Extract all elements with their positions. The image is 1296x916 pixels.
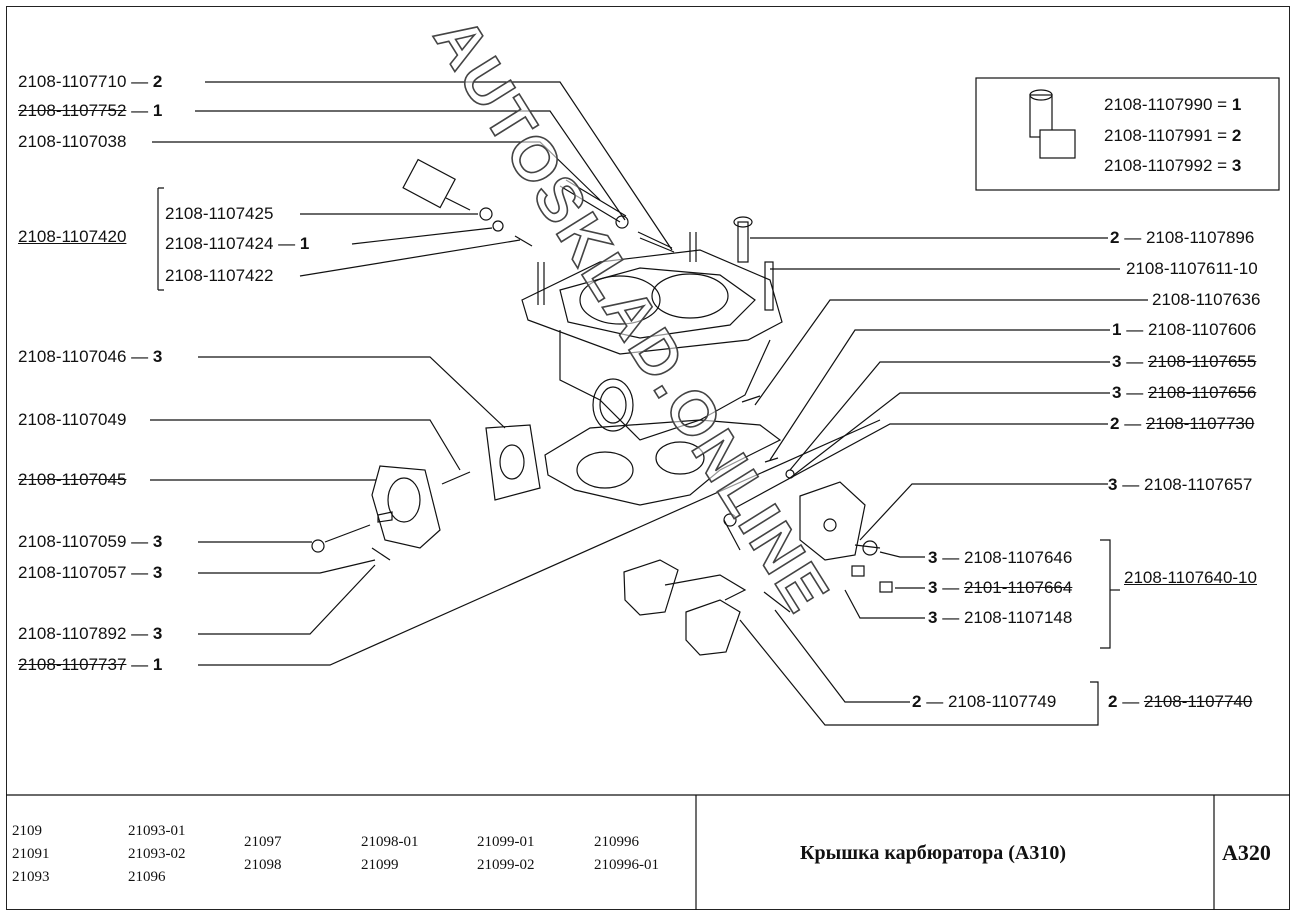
part-label: 2 — 2108-1107740 [1108, 692, 1253, 711]
part-label: 3 — 2108-1107148 [928, 608, 1073, 627]
inset-label: 2108-1107991 = 2 [1104, 126, 1242, 145]
part-label: 2108-1107049 [18, 410, 127, 429]
part-label: 3 — 2108-1107656 [1112, 383, 1257, 402]
inset-label: 2108-1107992 = 3 [1104, 156, 1242, 175]
part-label: 3 — 2101-1107664 [928, 578, 1073, 597]
part-label: 2108-1107710 — 2 [18, 72, 163, 91]
part-label: 2108-1107737 — 1 [18, 655, 163, 674]
part-label: 2108-1107046 — 3 [18, 347, 163, 366]
svg-text:AUTOSKLAD.ONLINE: AUTOSKLAD.ONLINE [420, 6, 843, 626]
part-label: 3 — 2108-1107657 [1108, 475, 1253, 494]
inset-label: 2108-1107990 = 1 [1104, 95, 1242, 114]
part-label: 2 — 2108-1107730 [1110, 414, 1255, 433]
part-label: 2108-1107057 — 3 [18, 563, 163, 582]
part-label: 2108-1107045 [18, 470, 127, 489]
model-list: 210996 210996-01 [594, 834, 659, 873]
part-label: 2 — 2108-1107749 [912, 692, 1057, 711]
part-label: 2108-1107636 [1152, 290, 1261, 309]
sheet-code: А320 [1222, 840, 1271, 865]
part-label: 2108-1107424 — 1 [165, 234, 310, 253]
part-label: 2108-1107892 — 3 [18, 624, 163, 643]
model-list: 21093-01 21093-02 21096 [128, 823, 186, 885]
part-label: 2108-1107752 — 1 [18, 101, 163, 120]
diagram-sheet [6, 6, 1290, 910]
part-label: 3 — 2108-1107646 [928, 548, 1073, 567]
model-list: 21097 21098 [244, 834, 282, 873]
group-label: 2108-1107420 [18, 227, 127, 246]
model-list: 2109 21091 21093 [12, 823, 50, 885]
part-label: 2 — 2108-1107896 [1110, 228, 1255, 247]
model-list: 21099-01 21099-02 [477, 834, 535, 873]
part-label: 2108-1107422 [165, 266, 274, 285]
part-label: 1 — 2108-1107606 [1112, 320, 1257, 339]
page-title: Крышка карбюратора (А310) [800, 842, 1067, 864]
group-label: 2108-1107640-10 [1124, 568, 1257, 587]
part-label: 2108-1107038 [18, 132, 127, 151]
part-label: 3 — 2108-1107655 [1112, 352, 1257, 371]
model-list: 21098-01 21099 [361, 834, 419, 873]
part-label: 2108-1107611-10 [1126, 259, 1258, 278]
part-label: 2108-1107425 [165, 204, 274, 223]
part-label: 2108-1107059 — 3 [18, 532, 163, 551]
